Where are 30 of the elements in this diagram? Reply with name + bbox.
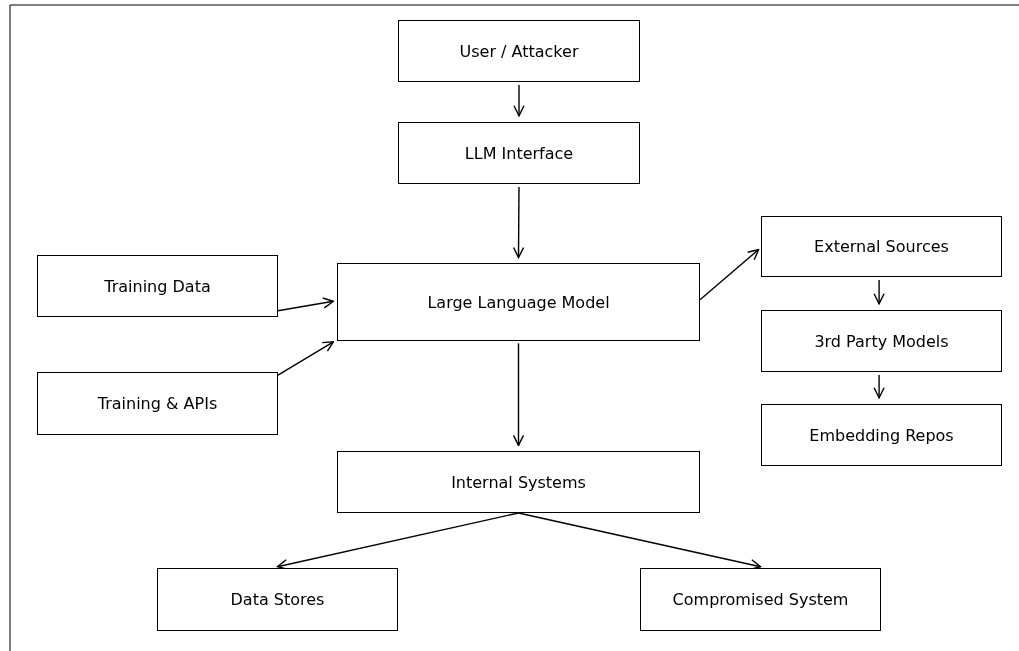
box-label: Training & APIs — [97, 394, 218, 413]
box-label: 3rd Party Models — [814, 331, 949, 351]
box-label: Large Language Model — [427, 292, 610, 312]
arrow — [699, 248, 760, 301]
process-box — [761, 310, 1002, 372]
process-box — [337, 263, 700, 341]
process-box — [337, 451, 700, 513]
process-box — [157, 568, 398, 631]
box-label: Compromised System — [672, 590, 849, 609]
arrow — [873, 279, 885, 305]
process-box — [37, 255, 278, 317]
process-box — [761, 216, 1002, 277]
box-label: User / Attacker — [459, 41, 579, 61]
arrow — [277, 297, 335, 312]
process-box — [640, 568, 881, 631]
process-box — [761, 404, 1002, 466]
arrow — [277, 341, 335, 376]
box-label: Data Stores — [230, 590, 325, 609]
arrow — [873, 374, 885, 399]
process-box — [37, 372, 278, 435]
box-label: Training Data — [104, 276, 211, 296]
arrow — [513, 84, 525, 117]
box-label: External Sources — [814, 237, 949, 256]
box-label: Internal Systems — [451, 472, 586, 492]
process-box — [398, 122, 640, 184]
process-box — [398, 20, 640, 82]
arrow — [512, 186, 525, 259]
box-label: LLM Interface — [464, 143, 574, 163]
arrow — [512, 342, 525, 447]
box-label: Embedding Repos — [809, 425, 954, 445]
